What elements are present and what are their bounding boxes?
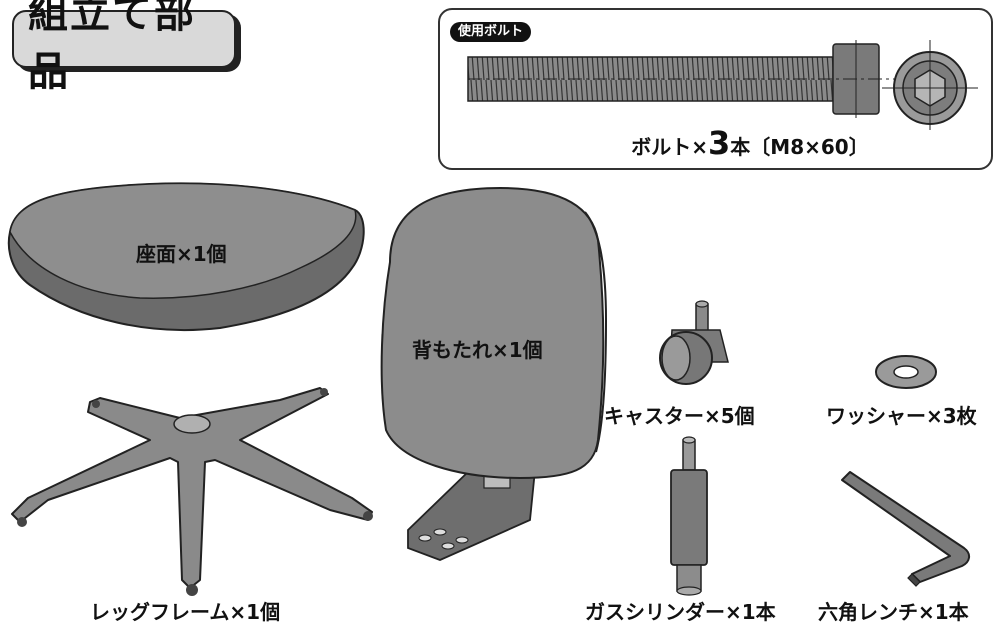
- caster-drawing: [659, 300, 729, 385]
- bolt-drawing: [467, 40, 978, 130]
- gas-cylinder-drawing: [670, 436, 708, 596]
- section-title: 組立て部品: [28, 0, 196, 95]
- seat-drawing: [7, 182, 365, 331]
- hex-wrench-label: 六角レンチ×1本: [818, 600, 969, 624]
- bolt-tag: 使用ボルト: [450, 22, 532, 42]
- section-title-box: 組立て部品: [12, 0, 236, 95]
- bolt-caption-prefix: ボルト×: [631, 135, 709, 159]
- seat-label: 座面×1個: [136, 242, 227, 266]
- bolt-count: 3: [708, 124, 731, 162]
- leg-frame-label: レッグフレーム×1個: [90, 600, 281, 624]
- washer-label: ワッシャー×3枚: [826, 404, 977, 428]
- gas-cylinder-label: ガスシリンダー×1本: [585, 600, 776, 624]
- backrest-drawing: [380, 186, 608, 561]
- leg-frame-drawing: [11, 387, 373, 596]
- caster-label: キャスター×5個: [604, 404, 755, 428]
- bolt-caption-suffix: 本〔M8×60〕: [730, 135, 869, 159]
- bolt-caption: ボルト×3本〔M8×60〕: [560, 124, 940, 162]
- washer-drawing: [875, 355, 937, 389]
- hex-wrench-drawing: [841, 471, 970, 587]
- backrest-label: 背もたれ×1個: [412, 338, 543, 362]
